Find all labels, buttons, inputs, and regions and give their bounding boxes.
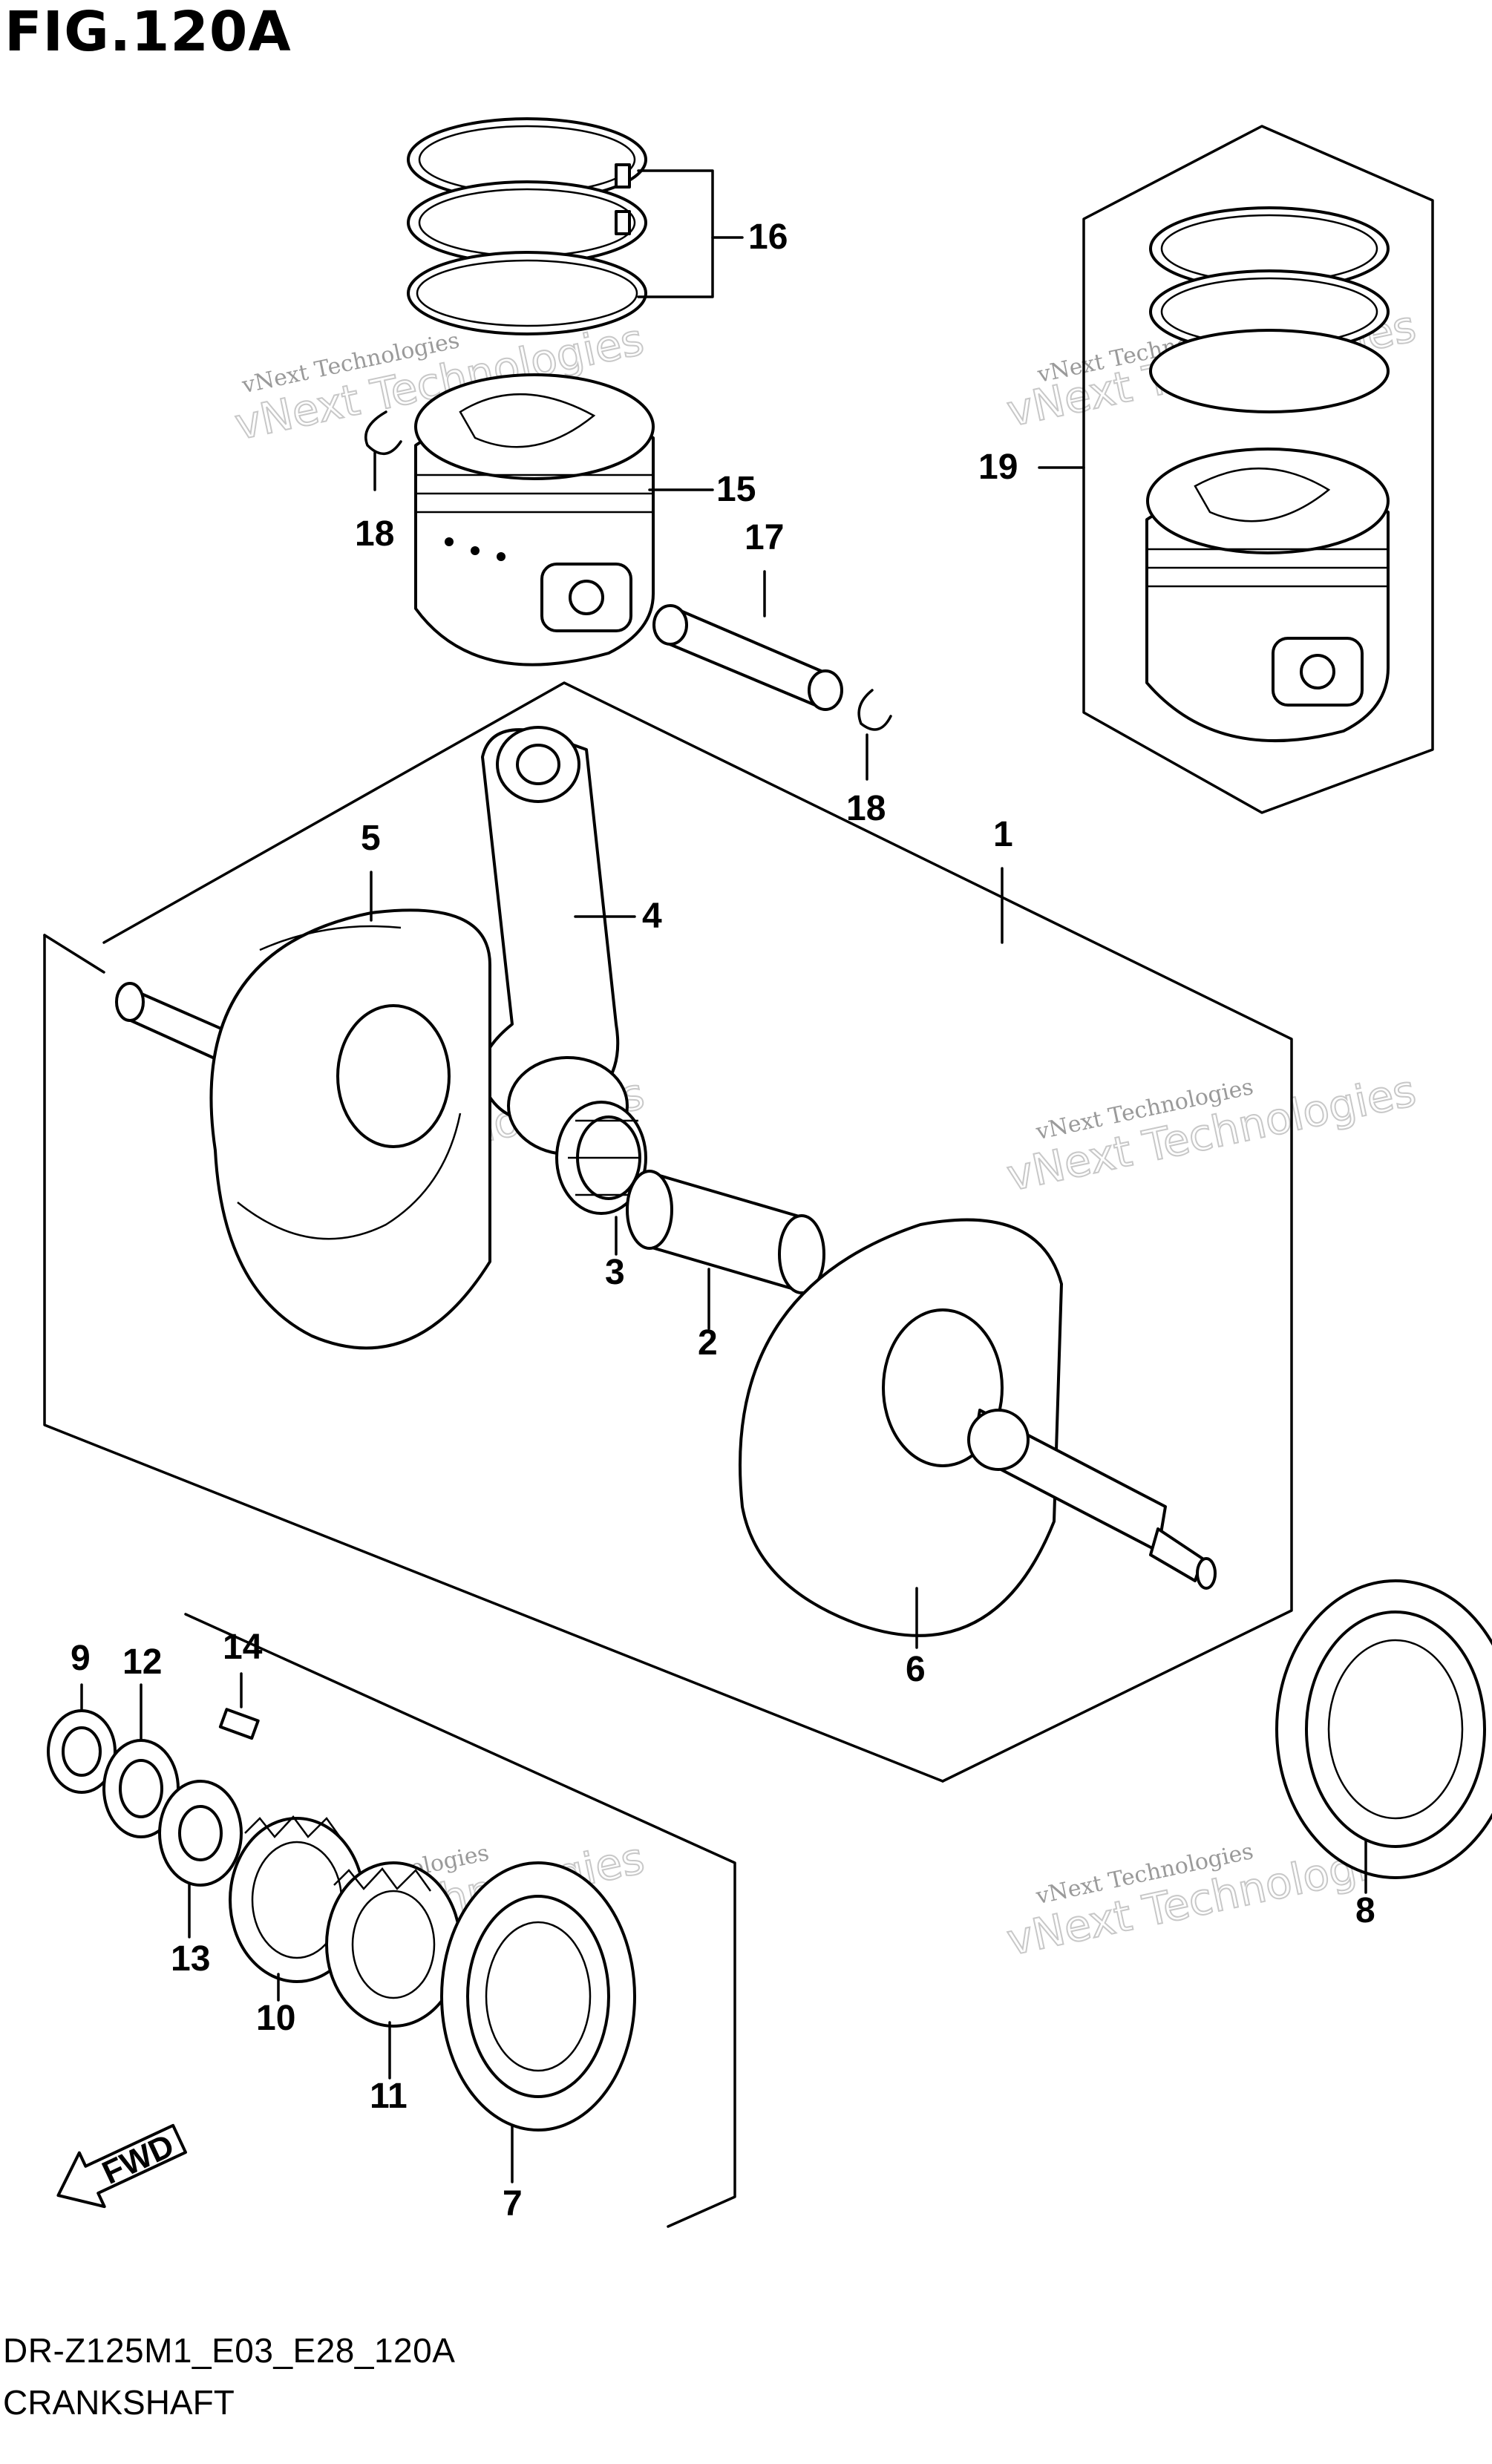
callout-7: 7 — [503, 2184, 523, 2224]
washer — [158, 1780, 243, 1887]
fwd-label: FWD — [96, 2127, 180, 2192]
crankshaft-bearing-left — [440, 1861, 636, 2132]
piston-ring-set — [407, 117, 647, 335]
leader-lines — [80, 169, 1367, 2183]
piston — [414, 373, 655, 666]
callout-6: 6 — [906, 1650, 926, 1689]
callout-5: 5 — [361, 819, 381, 858]
callout-14: 14 — [223, 1628, 263, 1667]
crankshaft-assembly-frame-left — [43, 934, 944, 1783]
callout-18: 18 — [846, 789, 886, 828]
callout-17: 17 — [745, 518, 784, 557]
piston-set-frame — [1082, 125, 1434, 814]
callout-12: 12 — [122, 1642, 162, 1682]
crank-pin — [626, 1170, 825, 1294]
piston-pin-circlip-right — [857, 689, 892, 731]
callout-numbers: 1 2 3 4 5 6 7 8 9 10 11 12 13 14 15 16 1… — [71, 217, 1375, 2224]
frame-bracket — [43, 934, 105, 974]
model-code-label: DR-Z125M1_E03_E28_120A — [3, 2331, 456, 2370]
piston-pin — [652, 604, 843, 711]
callout-13: 13 — [171, 1939, 210, 1979]
figure-title: FIG.120A — [4, 0, 292, 64]
woodruff-key — [218, 1708, 260, 1740]
callout-15: 15 — [716, 470, 756, 509]
callout-2: 2 — [698, 1323, 718, 1363]
oil-seal — [47, 1709, 117, 1794]
callout-8: 8 — [1355, 1891, 1375, 1930]
arrow-left-icon — [56, 2123, 188, 2209]
callout-4: 4 — [642, 897, 662, 936]
crankshaft-left — [115, 908, 491, 1350]
crank-pin-bearing — [555, 1101, 647, 1215]
section-name-label: CRANKSHAFT — [3, 2383, 235, 2422]
piston-pin-circlip-left — [364, 410, 402, 455]
callout-3: 3 — [605, 1253, 625, 1292]
callout-9: 9 — [71, 1639, 91, 1678]
crankshaft-assembly-frame — [102, 681, 1293, 1783]
forward-direction-marker: FWD — [56, 2123, 188, 2209]
crankshaft-bearing-right — [1275, 1579, 1492, 1879]
piston-set — [1145, 206, 1390, 743]
spacer — [102, 1739, 180, 1838]
callout-18: 18 — [355, 514, 394, 554]
balancer-drive-gear — [325, 1861, 462, 2028]
connecting-rod — [480, 726, 629, 1156]
callout-10: 10 — [256, 1999, 295, 2038]
callout-1: 1 — [993, 815, 1013, 854]
callout-16: 16 — [748, 217, 788, 257]
callout-19: 19 — [978, 448, 1018, 487]
callout-11: 11 — [370, 2077, 408, 2116]
output-gear-frame — [184, 1613, 736, 2228]
crankshaft-right — [739, 1218, 1217, 1637]
